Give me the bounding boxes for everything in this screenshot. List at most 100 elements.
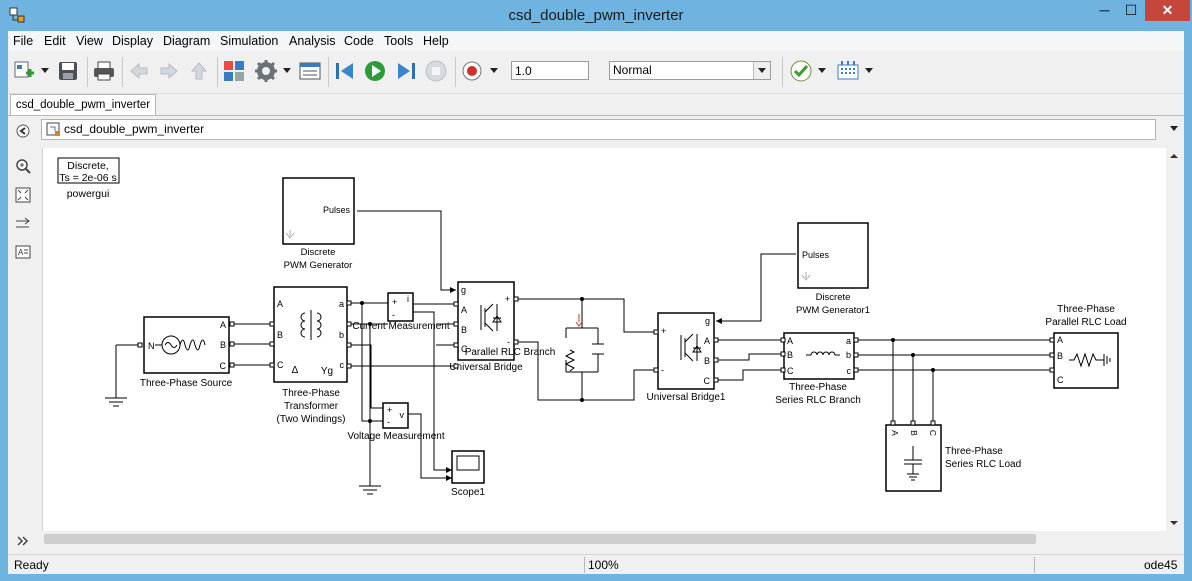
svg-text:Voltage Measurement: Voltage Measurement	[347, 431, 445, 442]
tab-model[interactable]: csd_double_pwm_inverter	[10, 94, 156, 115]
svg-text:c: c	[847, 366, 852, 376]
svg-text:b: b	[339, 330, 344, 340]
run-icon[interactable]	[363, 59, 387, 83]
universal-bridge1-block[interactable]: g A B C + - Universal Bridge1	[647, 312, 726, 403]
svg-text:-: -	[507, 337, 510, 347]
solver-name: ode45	[1144, 558, 1178, 572]
svg-text:C: C	[1057, 375, 1064, 385]
scroll-thumb[interactable]	[44, 534, 1036, 544]
parallel-rlc-load-block[interactable]: A B C Three-Phase Parallel RLC Load	[1045, 304, 1127, 389]
scroll-down-icon[interactable]	[1169, 518, 1179, 528]
record-icon[interactable]	[460, 59, 484, 83]
tab-strip: csd_double_pwm_inverter	[8, 94, 1184, 116]
stop-time-input[interactable]: 1.0	[511, 61, 589, 80]
close-button[interactable]: ✕	[1145, 0, 1190, 21]
horizontal-scrollbar[interactable]	[42, 531, 1166, 547]
fit-to-view-icon[interactable]	[15, 187, 31, 203]
model-breadcrumb[interactable]: csd_double_pwm_inverter	[41, 119, 1156, 140]
left-palette: A	[8, 117, 38, 553]
stop-icon[interactable]	[424, 59, 448, 83]
record-dropdown-icon[interactable]	[490, 68, 498, 73]
svg-text:Three-Phase Source: Three-Phase Source	[140, 378, 233, 389]
svg-text:Transformer: Transformer	[284, 401, 339, 412]
pwm-generator1-block[interactable]: Pulses Discrete PWM Generator1	[796, 222, 870, 316]
zoom-icon[interactable]	[15, 158, 31, 174]
powergui-block[interactable]: Discrete, Ts = 2e-06 s powergui	[57, 157, 120, 200]
current-measurement-block[interactable]: + - i Current Measurement	[352, 292, 450, 332]
model-explorer-icon[interactable]	[298, 59, 322, 83]
svg-text:i: i	[407, 294, 409, 304]
step-forward-icon[interactable]	[394, 59, 418, 83]
breadcrumb-path: csd_double_pwm_inverter	[64, 122, 205, 136]
diagram-canvas[interactable]: Discrete, Ts = 2e-06 s powergui Pulses D…	[42, 148, 1167, 531]
svg-text:Series RLC Branch: Series RLC Branch	[775, 395, 861, 406]
up-icon[interactable]	[188, 59, 210, 83]
menu-diagram[interactable]: Diagram	[163, 34, 211, 48]
expand-palette-icon[interactable]	[15, 533, 31, 549]
chevron-down-icon[interactable]	[753, 62, 770, 79]
hide-browser-icon[interactable]	[15, 123, 31, 139]
scroll-up-icon[interactable]	[1169, 151, 1179, 161]
transformer-block[interactable]: A B C a b c Δ Yg Three-Phase Transformer	[273, 286, 348, 425]
print-icon[interactable]	[92, 59, 116, 83]
svg-text:Ts = 2e-06 s: Ts = 2e-06 s	[59, 172, 117, 184]
menu-view[interactable]: View	[76, 34, 103, 48]
settings-dropdown-icon[interactable]	[283, 68, 291, 73]
status-bar: Ready 100% ode45	[8, 554, 1184, 574]
save-icon[interactable]	[57, 59, 79, 83]
scope-block[interactable]: Scope1	[451, 450, 485, 498]
menu-analysis[interactable]: Analysis	[289, 34, 336, 48]
parallel-rlc-branch-block[interactable]: Parallel RLC Branch	[465, 314, 604, 372]
advisor-dropdown-icon[interactable]	[818, 68, 826, 73]
svg-text:b: b	[846, 350, 851, 360]
menu-file[interactable]: File	[13, 34, 34, 48]
annotation-icon[interactable]: A	[15, 244, 31, 260]
menu-edit[interactable]: Edit	[44, 34, 66, 48]
svg-text:Discrete: Discrete	[816, 292, 851, 303]
menu-simulation[interactable]: Simulation	[220, 34, 279, 48]
model-icon	[46, 122, 60, 136]
menu-code[interactable]: Code	[344, 34, 374, 48]
series-rlc-load-block[interactable]: A B C Three-Phase Series RLC Load	[885, 424, 1021, 492]
settings-gear-icon[interactable]	[254, 59, 278, 83]
menu-help[interactable]: Help	[423, 34, 449, 48]
svg-text:+: +	[392, 297, 397, 307]
svg-text:B: B	[1057, 351, 1063, 361]
pwm-generator-block[interactable]: Pulses Discrete PWM Generator	[282, 177, 355, 271]
svg-text:B: B	[704, 356, 710, 366]
new-dropdown-icon[interactable]	[41, 68, 49, 73]
series-rlc-branch-block[interactable]: A B C a b c Three-Phase Series RLC Branc…	[775, 332, 861, 406]
title-bar[interactable]: csd_double_pwm_inverter ─ ☐ ✕	[0, 0, 1192, 31]
svg-text:B: B	[220, 340, 226, 350]
step-back-icon[interactable]	[333, 59, 357, 83]
svg-text:C: C	[220, 361, 227, 371]
vertical-scrollbar[interactable]	[1166, 148, 1182, 531]
address-dropdown-icon[interactable]	[1170, 126, 1178, 131]
model-advisor-check-icon[interactable]	[789, 59, 813, 83]
svg-text:Parallel RLC Branch: Parallel RLC Branch	[465, 347, 556, 358]
svg-text:-: -	[387, 417, 390, 427]
svg-text:A: A	[890, 430, 900, 436]
svg-text:A: A	[220, 320, 226, 330]
build-dropdown-icon[interactable]	[865, 68, 873, 73]
svg-text:+: +	[661, 326, 666, 336]
universal-bridge-block[interactable]: g A B C + - Universal Bridge	[449, 281, 523, 373]
forward-icon[interactable]	[158, 59, 180, 83]
svg-text:Three-Phase: Three-Phase	[945, 446, 1003, 457]
voltage-measurement-block[interactable]: + - v Voltage Measurement	[347, 402, 445, 442]
new-model-icon[interactable]	[12, 59, 36, 83]
svg-text:A: A	[277, 299, 283, 309]
menu-display[interactable]: Display	[112, 34, 153, 48]
library-browser-icon[interactable]	[222, 59, 246, 83]
menu-tools[interactable]: Tools	[384, 34, 414, 48]
minimize-button[interactable]: ─	[1099, 2, 1110, 18]
back-icon[interactable]	[128, 59, 150, 83]
menu-bar: File Edit View Display Diagram Simulatio…	[8, 31, 1184, 51]
simulation-mode-select[interactable]: Normal	[609, 61, 771, 80]
maximize-button[interactable]: ☐	[1124, 2, 1138, 18]
build-icon[interactable]	[836, 59, 860, 83]
arrow-right-icon[interactable]	[15, 216, 31, 232]
svg-text:(Two Windings): (Two Windings)	[277, 414, 346, 425]
three-phase-source-block[interactable]: N A B C Three-Phase Source	[140, 316, 233, 389]
